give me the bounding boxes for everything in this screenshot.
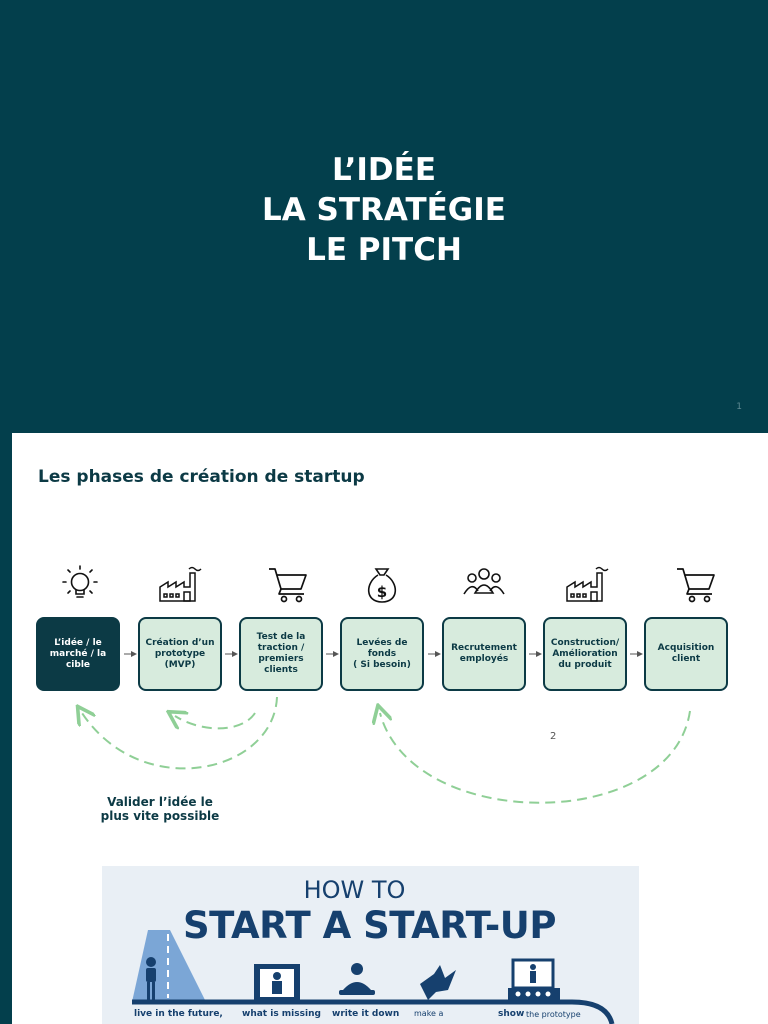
phases-slide: Les phases de création de startup $ (12, 433, 768, 1024)
people-group-icon (463, 568, 505, 595)
money-bag-icon: $ (367, 568, 397, 603)
shopping-cart-icon (677, 568, 715, 603)
phase-funding: Levées de fonds ( Si besoin) (340, 617, 424, 691)
slide-title: Les phases de création de startup (38, 467, 365, 487)
title-line-3: LE PITCH (306, 232, 462, 268)
title-slide: L’IDÉE LA STRATÉGIE LE PITCH 1 (0, 0, 768, 432)
slide-title: L’IDÉE LA STRATÉGIE LE PITCH (0, 150, 768, 270)
flow-arrows (12, 651, 691, 804)
page-number: 1 (736, 402, 742, 412)
page-number: 2 (550, 731, 557, 742)
factory-icon (159, 566, 202, 602)
step-show: show (498, 1009, 525, 1019)
presentation-icon (508, 958, 560, 1002)
infographic-title: START A START-UP (183, 904, 556, 947)
phase-idea: L’idée / le marché / la cible (36, 617, 120, 691)
road-icon (132, 930, 206, 1002)
step-make-a: make a (414, 1009, 444, 1018)
step-prototype: the prototype (526, 1010, 581, 1019)
factory-icon (566, 566, 609, 602)
phase-hiring: Recrutement employés (442, 617, 526, 691)
step-write-down: write it down (332, 1009, 400, 1019)
lightbulb-icon (62, 565, 98, 598)
phase-product: Construction/ Amélioration du produit (543, 617, 627, 691)
title-line-2: LA STRATÉGIE (262, 192, 506, 228)
start-up-infographic: HOW TO START A START-UP (102, 866, 639, 1024)
phase-prototype: Création d’un prototype (MVP) (138, 617, 222, 691)
title-line-1: L’IDÉE (331, 152, 437, 188)
validate-idea-note: Valider l’idée le plus vite possible (100, 795, 220, 823)
framed-person-icon (254, 964, 300, 1002)
svg-text:$: $ (377, 583, 387, 601)
infographic-illustration (132, 930, 615, 1024)
person-icon (146, 957, 156, 1000)
infographic-how-to: HOW TO (303, 876, 406, 904)
shopping-cart-icon (269, 568, 307, 603)
step-what-missing: what is missing (242, 1009, 321, 1019)
phase-acquisition: Acquisition client (644, 617, 728, 691)
bird-icon (420, 965, 456, 1000)
step-live-future: live in the future, (134, 1009, 223, 1019)
writer-icon (339, 963, 375, 995)
phase-traction: Test de la traction / premiers clients (239, 617, 323, 691)
